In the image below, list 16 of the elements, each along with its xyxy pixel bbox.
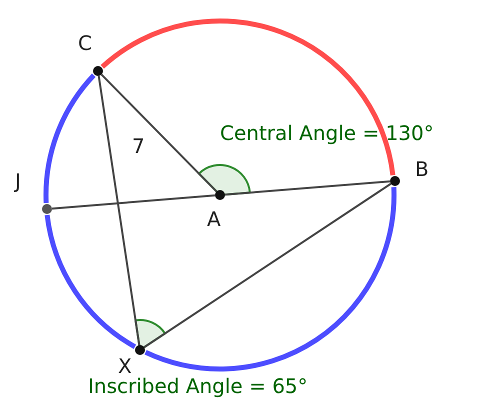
line-segment bbox=[100, 74, 218, 192]
circle-arc bbox=[44, 214, 136, 349]
line-segment bbox=[144, 182, 392, 348]
point-label: C bbox=[78, 33, 92, 53]
line-segment bbox=[224, 180, 390, 196]
line-segment bbox=[98, 76, 140, 346]
angle-label: Inscribed Angle = 65° bbox=[88, 376, 308, 396]
point-label: A bbox=[207, 209, 221, 229]
point-label: X bbox=[118, 356, 132, 376]
circle-arc bbox=[144, 187, 396, 372]
circle-arc bbox=[44, 74, 96, 204]
point-label: B bbox=[415, 159, 429, 179]
circle-arc bbox=[100, 18, 396, 176]
angle-label: Central Angle = 130° bbox=[220, 123, 434, 143]
point-label: J bbox=[15, 171, 21, 191]
line-segment bbox=[52, 194, 216, 210]
